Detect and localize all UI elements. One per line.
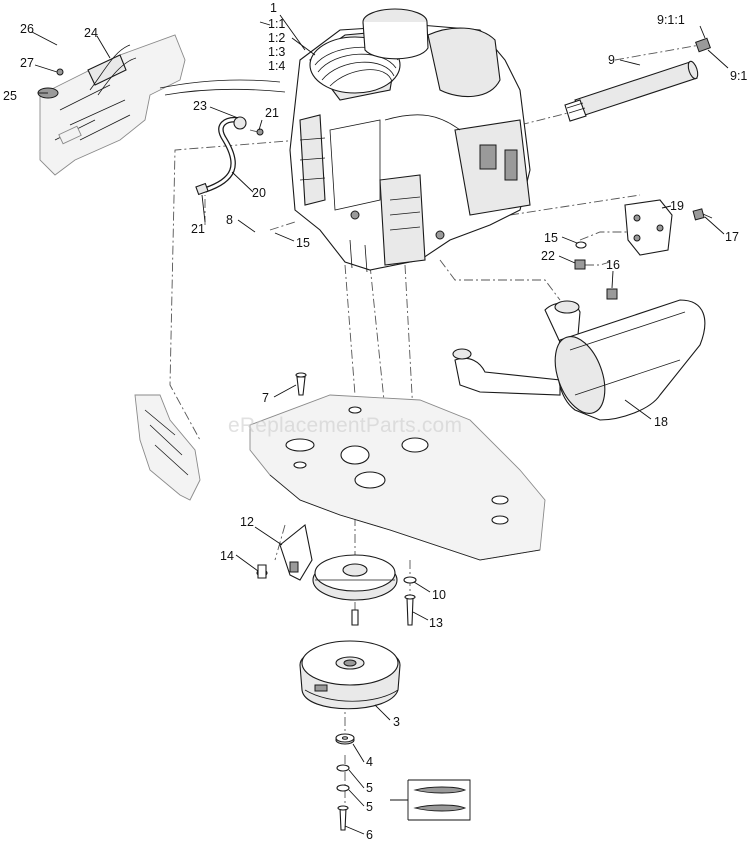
pulley [312, 554, 398, 626]
leader-lines [31, 14, 729, 835]
callout-1-2: 1:2 [268, 31, 285, 45]
watermark: eReplacementParts.com [228, 414, 462, 437]
muffler [452, 299, 706, 421]
callout-13: 13 [429, 616, 443, 630]
callout-6: 6 [366, 828, 373, 842]
callout-8: 8 [226, 213, 233, 227]
air-cleaner [362, 8, 501, 98]
callout-9-1-1: 9:1:1 [657, 13, 685, 27]
fuel-line [195, 116, 264, 196]
clutch-bracket [256, 372, 417, 626]
callout-27: 27 [20, 56, 34, 70]
side-shield [134, 394, 201, 501]
callout-10: 10 [432, 588, 446, 602]
spacers [335, 733, 355, 831]
callout-4: 4 [366, 755, 373, 769]
callout-19: 19 [670, 199, 684, 213]
control-panel-bracket [37, 34, 286, 176]
callout-5-upper: 5 [366, 781, 373, 795]
pto-shaft-extension [564, 37, 711, 122]
shim-detail [390, 779, 471, 821]
callout-1-1: 1:1 [268, 17, 285, 31]
callout-24: 24 [84, 26, 98, 40]
callout-21-top: 21 [265, 106, 279, 120]
callout-25: 25 [3, 89, 17, 103]
callout-14: 14 [220, 549, 234, 563]
callout-15-engine: 15 [296, 236, 310, 250]
callout-7: 7 [262, 391, 269, 405]
callout-17: 17 [725, 230, 739, 244]
callout-16: 16 [606, 258, 620, 272]
callout-9: 9 [608, 53, 615, 67]
muffler-bracket [574, 199, 713, 300]
callout-22: 22 [541, 249, 555, 263]
callout-9-1: 9:1 [730, 69, 747, 83]
engine [289, 8, 531, 273]
callout-1: 1 [270, 1, 277, 15]
callout-18: 18 [654, 415, 668, 429]
pto-clutch [299, 640, 401, 710]
callout-21-bottom: 21 [191, 222, 205, 236]
engine-deck [249, 394, 546, 561]
callout-5-lower: 5 [366, 800, 373, 814]
callout-23: 23 [193, 99, 207, 113]
callout-26: 26 [20, 22, 34, 36]
callout-3: 3 [393, 715, 400, 729]
callout-labels: 1 1:1 1:2 1:3 1:4 9:1:1 9 9:1 26 24 27 2… [3, 1, 747, 842]
callout-1-4: 1:4 [268, 59, 285, 73]
callout-20: 20 [252, 186, 266, 200]
callout-15-muffler: 15 [544, 231, 558, 245]
callout-12: 12 [240, 515, 254, 529]
callout-1-3: 1:3 [268, 45, 285, 59]
